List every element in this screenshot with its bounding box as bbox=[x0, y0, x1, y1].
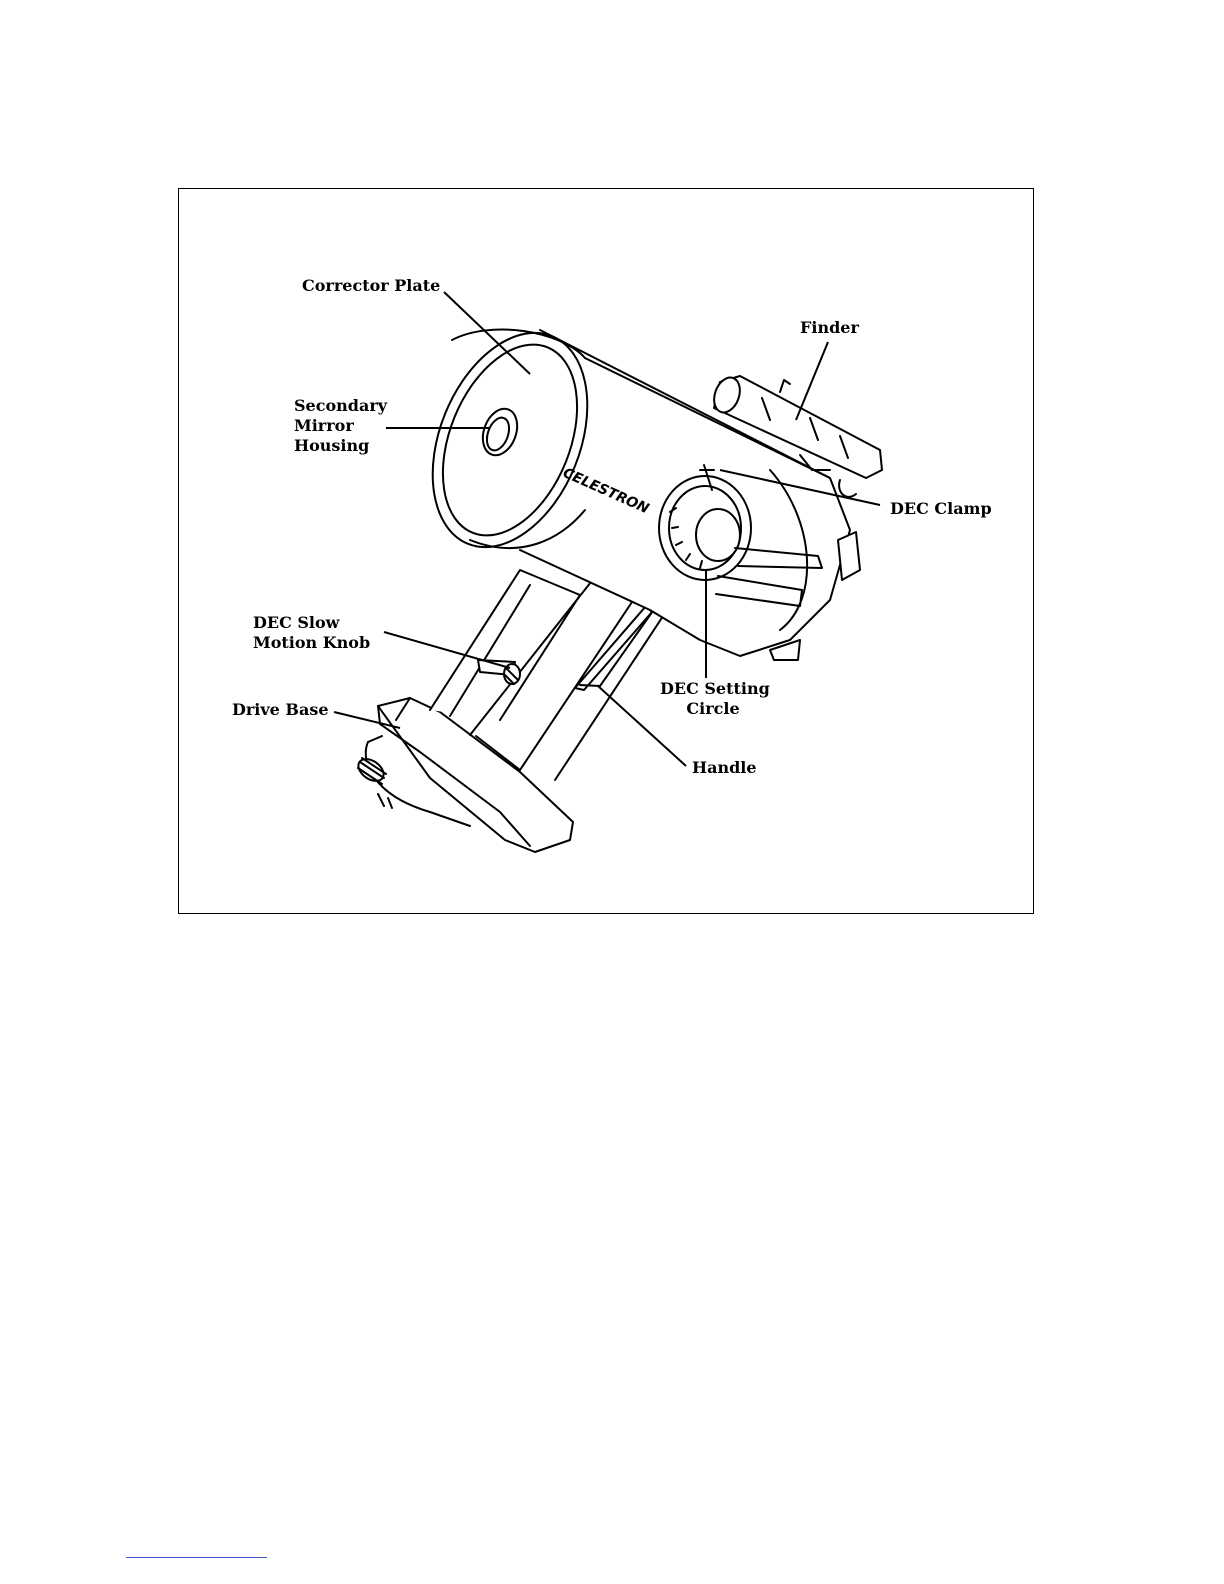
leader-finder bbox=[796, 342, 828, 420]
label-dec-setting-circle: DEC Setting Circle bbox=[660, 679, 766, 719]
label-dec-clamp: DEC Clamp bbox=[890, 499, 992, 519]
label-corrector-plate: Corrector Plate bbox=[302, 276, 440, 296]
label-secondary-mirror-housing: Secondary Mirror Housing bbox=[294, 396, 387, 456]
label-dec-slow-motion-knob: DEC Slow Motion Knob bbox=[253, 613, 370, 653]
footer-rule bbox=[126, 1557, 267, 1558]
dec-setting-circle bbox=[659, 476, 751, 580]
label-handle: Handle bbox=[692, 758, 757, 778]
label-finder: Finder bbox=[800, 318, 859, 338]
drive-base-knob bbox=[354, 755, 392, 808]
label-drive-base: Drive Base bbox=[232, 700, 329, 720]
